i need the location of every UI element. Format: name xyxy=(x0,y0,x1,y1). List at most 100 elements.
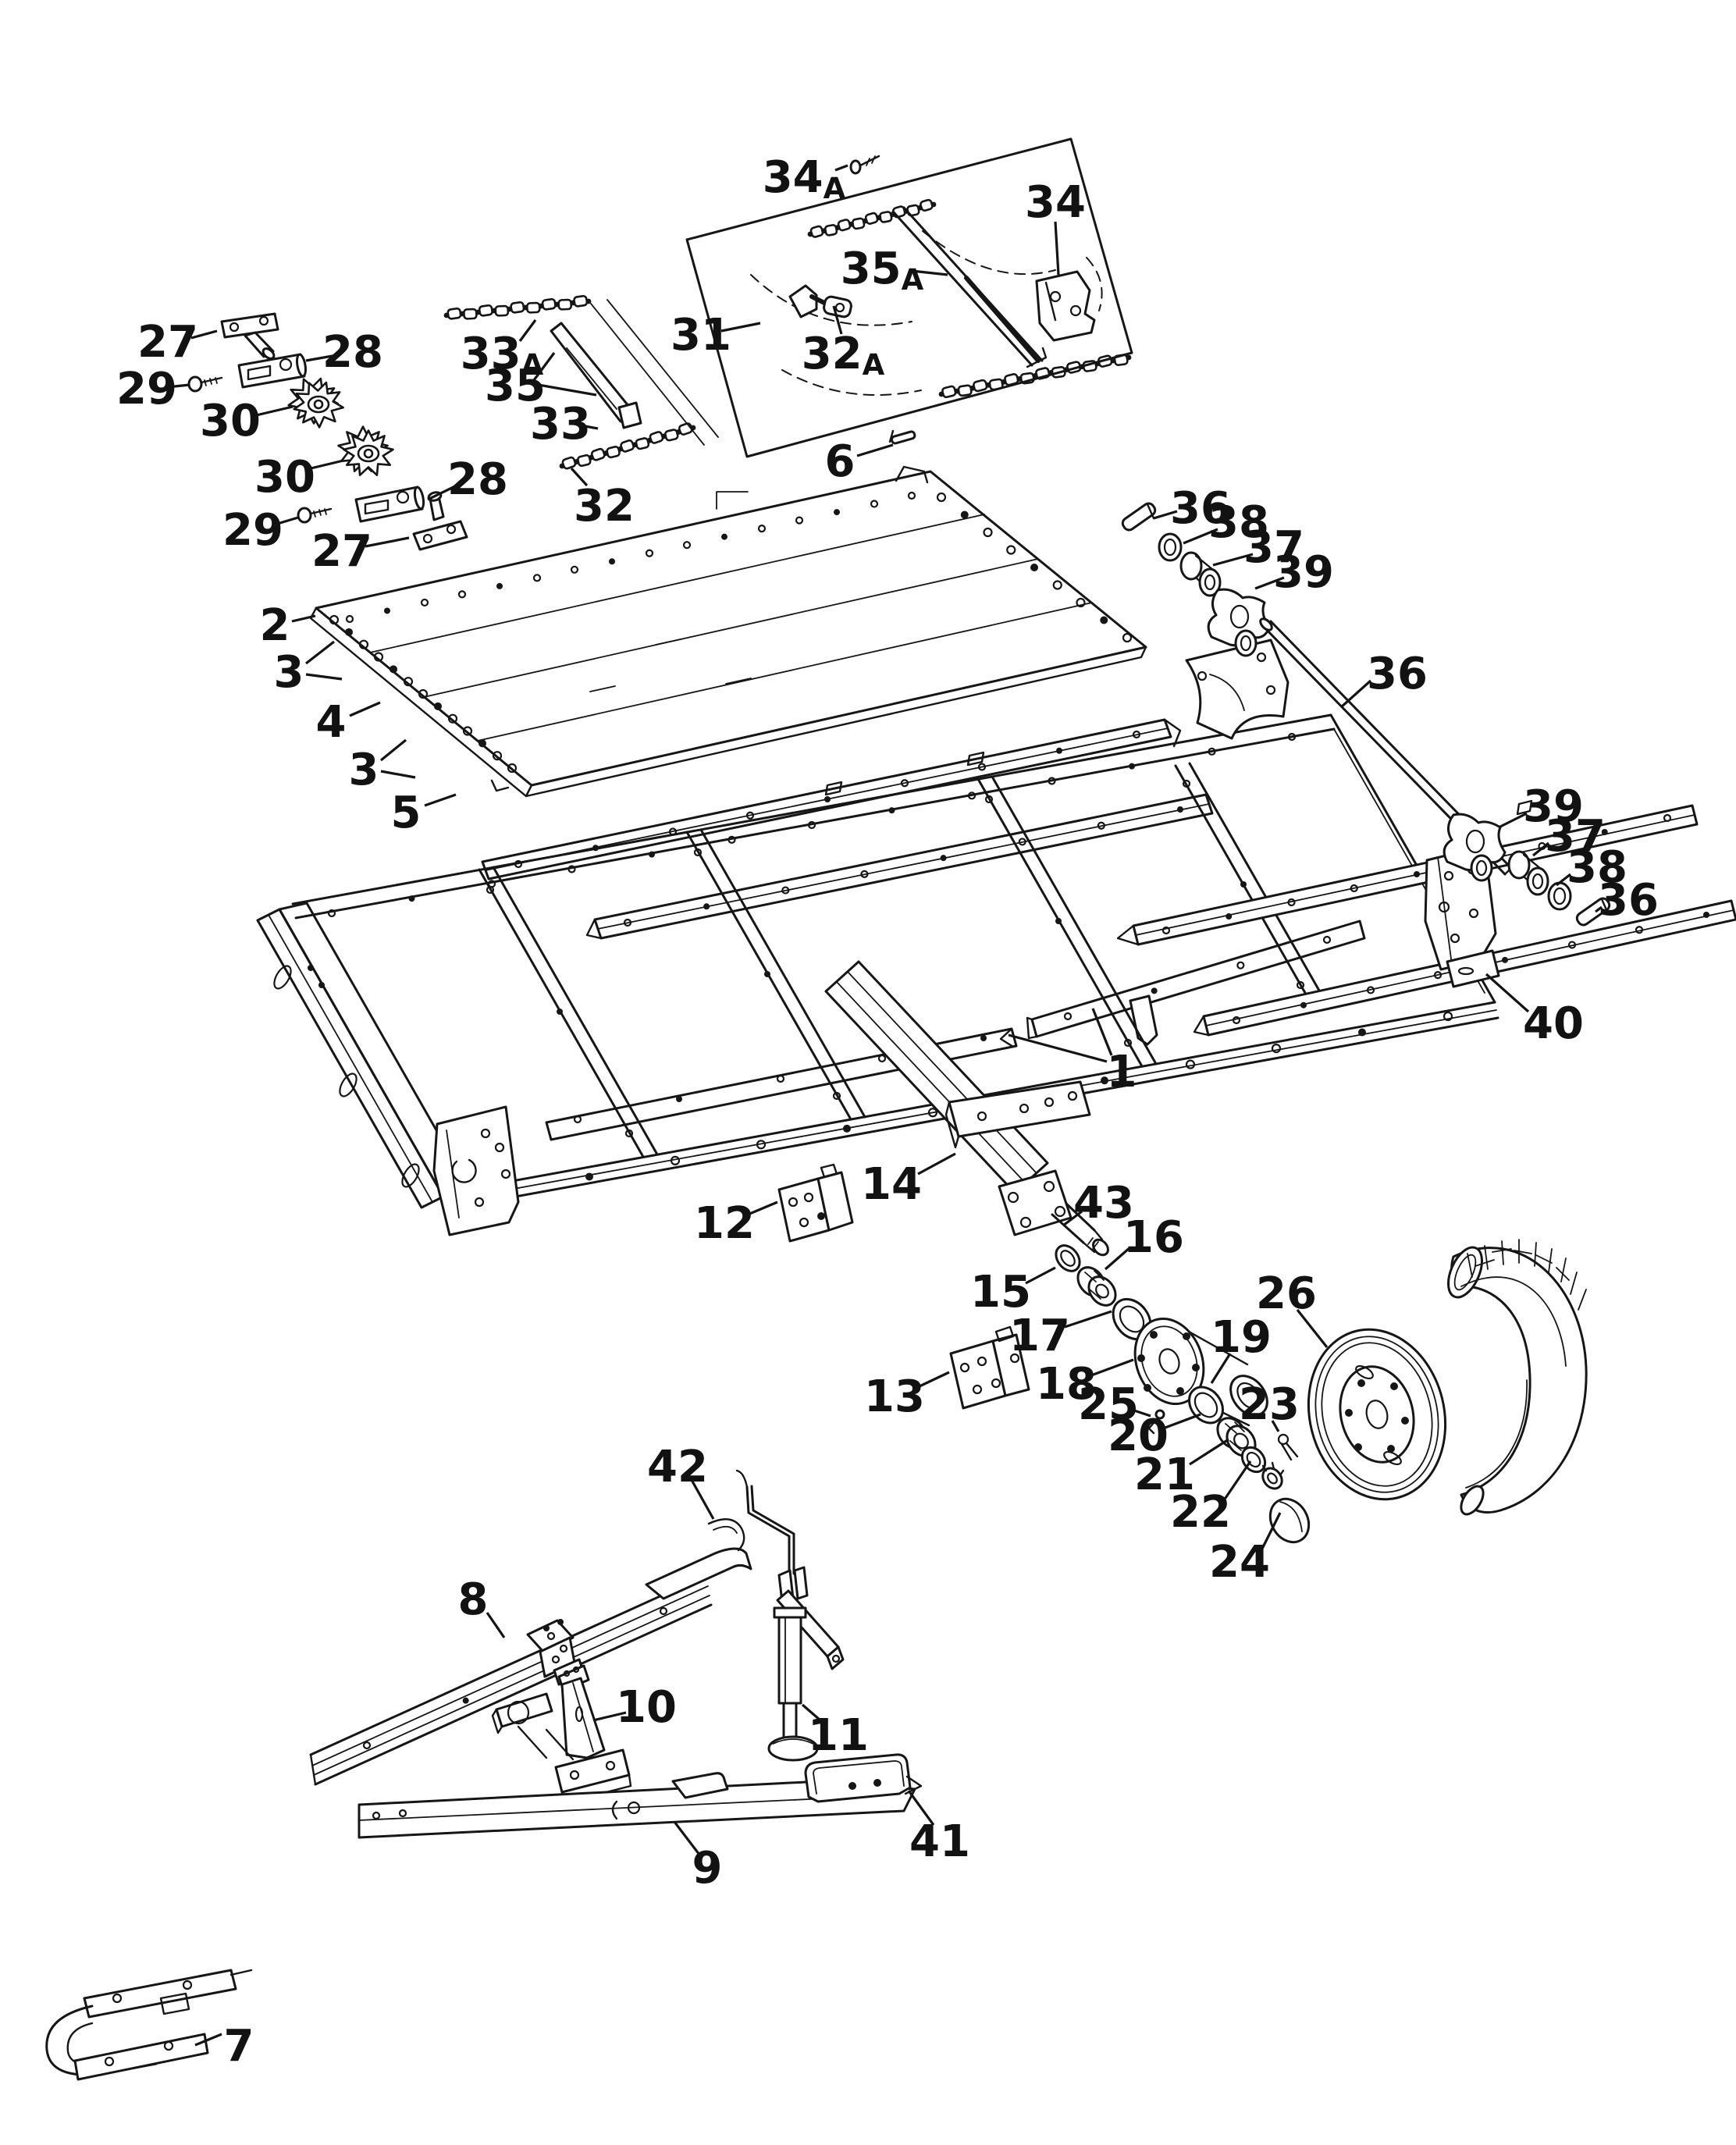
callout-39: 39 xyxy=(1273,547,1334,598)
callout-3: 3 xyxy=(274,647,304,698)
callout-14: 14 xyxy=(861,1159,922,1210)
part-spindle-43 xyxy=(1051,1202,1109,1257)
part-wheel-rim-26 xyxy=(1307,1328,1447,1501)
leader-3b-1 xyxy=(380,770,416,779)
leader-28b xyxy=(427,484,457,501)
leader-35A xyxy=(911,269,948,276)
part-pin-6 xyxy=(888,429,916,445)
part-cotter-pin-23 xyxy=(1277,1433,1299,1461)
part-chain-upper-run xyxy=(807,198,937,238)
callout-34A: 34A xyxy=(763,152,846,205)
callout-33: 33 xyxy=(530,399,591,450)
leader-2 xyxy=(291,614,316,623)
callout-23: 23 xyxy=(1239,1379,1300,1430)
callout-29b: 29 xyxy=(222,505,283,556)
callout-5: 5 xyxy=(391,788,422,838)
part-chain-lower-run xyxy=(938,354,1132,399)
leader-16 xyxy=(1104,1246,1132,1271)
part-tongue-bar-9 xyxy=(358,1772,916,1839)
callout-40: 40 xyxy=(1523,998,1584,1049)
leader-1-1 xyxy=(1091,1008,1113,1056)
part-chain-clip-32A xyxy=(788,284,852,318)
leader-33A xyxy=(518,319,537,342)
leader-6 xyxy=(856,443,894,457)
part-bracket-12 xyxy=(777,1163,854,1243)
leader-39b xyxy=(1498,812,1528,829)
leader-3-1 xyxy=(305,673,343,681)
leader-3 xyxy=(305,640,335,665)
part-sill-2 xyxy=(585,793,1214,940)
part-tongue-beam-8 xyxy=(309,1518,752,1786)
leader-43 xyxy=(1062,1210,1083,1227)
part-bushing-37b xyxy=(1507,850,1549,896)
leader-29b xyxy=(274,516,299,526)
leader-8 xyxy=(486,1612,506,1638)
callout-30b: 30 xyxy=(254,452,315,503)
leader-42 xyxy=(690,1479,715,1520)
callout-39b: 39 xyxy=(1523,781,1584,832)
part-hitch-7 xyxy=(45,1969,253,2081)
callout-25: 25 xyxy=(1078,1379,1139,1430)
callout-28b: 28 xyxy=(447,454,508,505)
frame-cross-members xyxy=(478,762,1330,1158)
leader-36b xyxy=(1339,679,1372,709)
leader-9 xyxy=(673,1821,701,1855)
leader-15 xyxy=(1025,1266,1056,1285)
callout-38b: 38 xyxy=(1567,842,1628,893)
part-bearing-cone-15 xyxy=(1055,1244,1081,1272)
projection-lines xyxy=(590,299,749,510)
callout-17: 17 xyxy=(1009,1311,1070,1361)
part-axle-beam-14 xyxy=(824,960,1109,1257)
part-grease-fitting-25 xyxy=(1144,1409,1165,1435)
callout-8: 8 xyxy=(458,1574,489,1625)
callout-36c: 36 xyxy=(1598,875,1659,926)
part-roller-28a xyxy=(237,353,307,389)
callout-32: 32 xyxy=(574,481,635,532)
leader-28 xyxy=(305,354,333,362)
leader-38 xyxy=(1183,528,1218,545)
part-pin-36a xyxy=(1121,502,1157,532)
leader-30 xyxy=(252,405,293,418)
part-dust-cap-24 xyxy=(1268,1497,1311,1544)
leader-27b xyxy=(365,536,410,548)
callout-10: 10 xyxy=(616,1682,677,1733)
leader-12 xyxy=(747,1201,778,1216)
callout-19: 19 xyxy=(1211,1312,1272,1363)
callout-22: 22 xyxy=(1170,1487,1231,1538)
leader-24 xyxy=(1260,1512,1282,1551)
leader-19 xyxy=(1210,1353,1232,1384)
leader-21 xyxy=(1189,1438,1229,1466)
callout-37b: 37 xyxy=(1545,811,1606,862)
part-floor-panel xyxy=(309,465,1147,798)
part-bearing-16 xyxy=(1076,1266,1117,1307)
part-angle-rail-R1 xyxy=(1116,799,1699,946)
leader-41 xyxy=(907,1790,935,1826)
part-seal-19 xyxy=(1188,1386,1224,1425)
part-screw-29b xyxy=(297,507,333,524)
callout-2: 2 xyxy=(260,600,290,651)
callout-4: 4 xyxy=(316,697,347,748)
callout-21: 21 xyxy=(1134,1450,1195,1500)
part-sprocket-30a xyxy=(287,377,344,429)
leader-5 xyxy=(424,793,457,807)
callout-3b: 3 xyxy=(349,745,379,795)
part-caster-knuckle-39b xyxy=(1443,813,1507,882)
part-guide-blade-35 xyxy=(550,322,642,429)
callout-27b: 27 xyxy=(311,526,372,577)
part-screw-34A xyxy=(849,155,880,175)
part-chain-32-33 xyxy=(559,422,696,470)
leader-34A xyxy=(834,164,848,172)
leader-18 xyxy=(1090,1358,1134,1377)
callout-6: 6 xyxy=(825,436,856,487)
leader-30b xyxy=(307,459,344,471)
part-hub-18 xyxy=(1133,1317,1268,1427)
part-chain-33A xyxy=(443,294,592,320)
callout-24: 24 xyxy=(1209,1537,1270,1588)
leader-3b xyxy=(379,738,407,762)
callout-16: 16 xyxy=(1123,1212,1184,1263)
part-mount-bar-27a xyxy=(220,312,279,360)
leader-13 xyxy=(919,1371,950,1388)
callout-7: 7 xyxy=(224,2021,254,2072)
leader-31 xyxy=(720,322,761,333)
